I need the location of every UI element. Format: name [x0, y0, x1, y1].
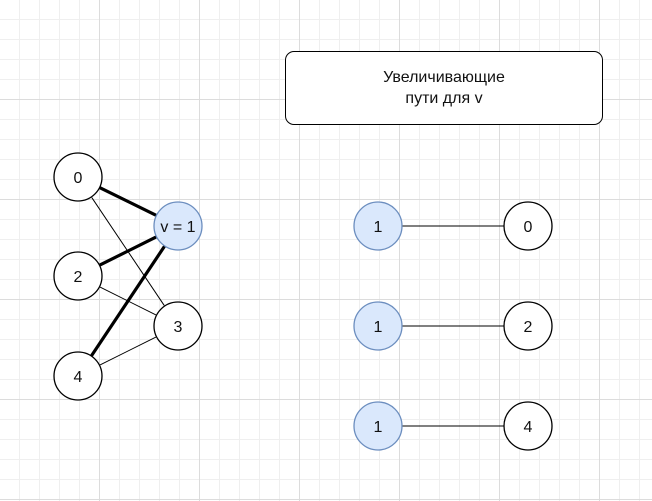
title-line-2: пути для v [405, 90, 483, 107]
path-start-node [353, 301, 403, 351]
path-start-label: 1 [374, 319, 383, 336]
edge-n4-n3 [100, 336, 156, 366]
path-start-label: 1 [374, 219, 383, 236]
node-label: v = 1 [160, 219, 195, 236]
node-circle [53, 152, 103, 202]
bold-edge-n0-nv [99, 186, 157, 217]
graph-node-n0: 0 [53, 152, 103, 202]
path-end-label: 4 [524, 419, 533, 436]
path-end-node [503, 401, 553, 451]
path-start-label: 1 [374, 419, 383, 436]
graph-node-n4: 4 [53, 351, 103, 401]
path-end-node [503, 301, 553, 351]
node-label: 4 [74, 369, 83, 386]
node-circle [153, 301, 203, 351]
bold-edge-n4-nv [90, 245, 166, 357]
node-circle [53, 351, 103, 401]
title-box: Увеличивающие пути для v [285, 51, 603, 125]
graph-node-n3: 3 [153, 301, 203, 351]
path-end-node [503, 201, 553, 251]
graph-node-n2: 2 [53, 251, 103, 301]
path-end-label: 0 [524, 219, 533, 236]
node-label: 0 [74, 170, 83, 187]
path-start-node [353, 201, 403, 251]
graph-nodes: 0 2 4 v = 1 3 [53, 152, 203, 401]
graph-edges [90, 186, 166, 366]
path-start-node [353, 401, 403, 451]
node-label: 2 [74, 269, 83, 286]
node-circle [153, 201, 203, 251]
title-line-1: Увеличивающие [383, 69, 505, 86]
graph-node-nv: v = 1 [153, 201, 203, 251]
bold-edge-n2-nv [98, 235, 158, 267]
path-end-label: 2 [524, 319, 533, 336]
node-label: 3 [174, 319, 183, 336]
node-circle [53, 251, 103, 301]
